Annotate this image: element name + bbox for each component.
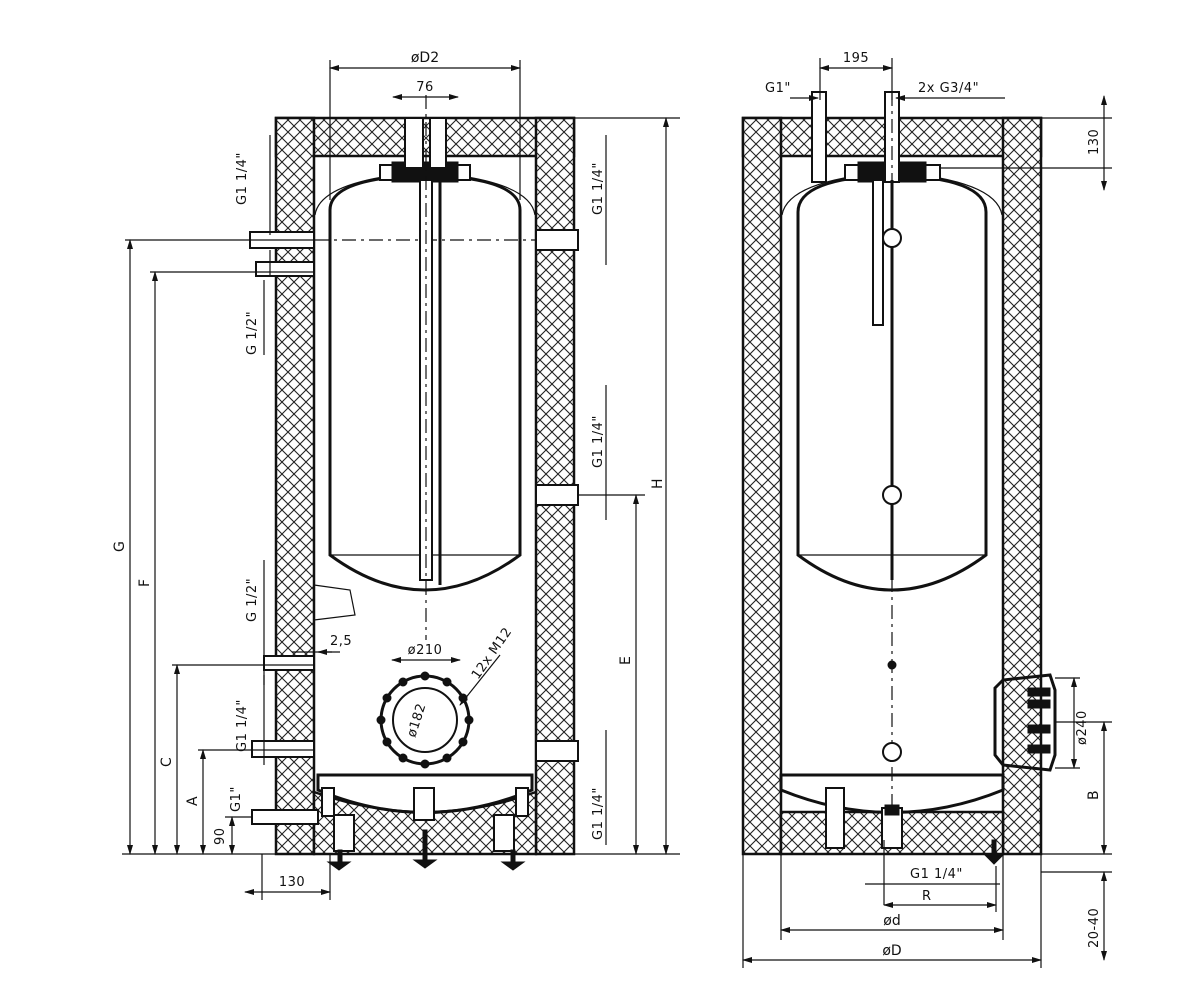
label-20-40: 20-40 — [1087, 908, 1102, 948]
label-g114-lower-left: G1 1/4" — [235, 699, 250, 752]
label-d2: øD2 — [411, 50, 439, 66]
label-d240: ø240 — [1075, 710, 1090, 745]
label-a-dim: A — [185, 796, 201, 806]
front-dimensions — [122, 60, 680, 900]
front-feet — [326, 814, 526, 871]
label-g114-top-right: G1 1/4" — [591, 162, 606, 215]
front-view: øD2 76 G1 1/4" G1 1/4" G 1/2" G F H G1 1… — [112, 50, 680, 900]
side-view: 195 G1" 2x G3/4" 130 ø240 B G1 1/4" R ød… — [741, 51, 1112, 968]
label-g12-upper: G 1/2" — [245, 311, 260, 355]
label-g114-mid-right: G1 1/4" — [591, 415, 606, 468]
label-76: 76 — [416, 80, 434, 95]
label-12x-m12: 12x M12 — [469, 625, 515, 682]
label-g114-top-left: G1 1/4" — [235, 152, 250, 205]
side-handhole — [993, 673, 1057, 772]
label-g1-left: G1" — [229, 786, 244, 812]
label-g114-bottom-right: G1 1/4" — [591, 787, 606, 840]
side-labels: 195 G1" 2x G3/4" 130 ø240 B G1 1/4" R ød… — [765, 51, 1102, 959]
front-handhole — [376, 671, 474, 769]
label-2x-g34: 2x G3/4" — [918, 81, 979, 96]
side-top-flange — [811, 91, 941, 840]
label-d182: ø182 — [405, 702, 430, 740]
label-2-5: 2,5 — [330, 634, 352, 649]
label-g1-side: G1" — [765, 81, 791, 96]
label-d-big: øD — [882, 943, 901, 959]
label-c-dim: C — [159, 757, 175, 767]
label-h-dim: H — [650, 478, 666, 489]
label-e-dim: E — [618, 656, 634, 665]
label-g114-side-bottom: G1 1/4" — [910, 867, 963, 882]
label-d-small: ød — [883, 913, 900, 929]
label-b-dim: B — [1086, 790, 1102, 800]
front-top-flange — [379, 95, 471, 640]
label-195: 195 — [843, 51, 869, 66]
label-130-bottom: 130 — [279, 875, 305, 890]
label-130-side: 130 — [1087, 129, 1102, 155]
label-g-dim: G — [112, 541, 128, 552]
label-r-dim: R — [922, 889, 932, 904]
label-f-dim: F — [137, 579, 153, 587]
label-d210: ø210 — [408, 643, 443, 658]
label-g12-lower: G 1/2" — [245, 578, 260, 622]
label-90: 90 — [213, 827, 228, 845]
side-dimensions — [742, 58, 1112, 968]
